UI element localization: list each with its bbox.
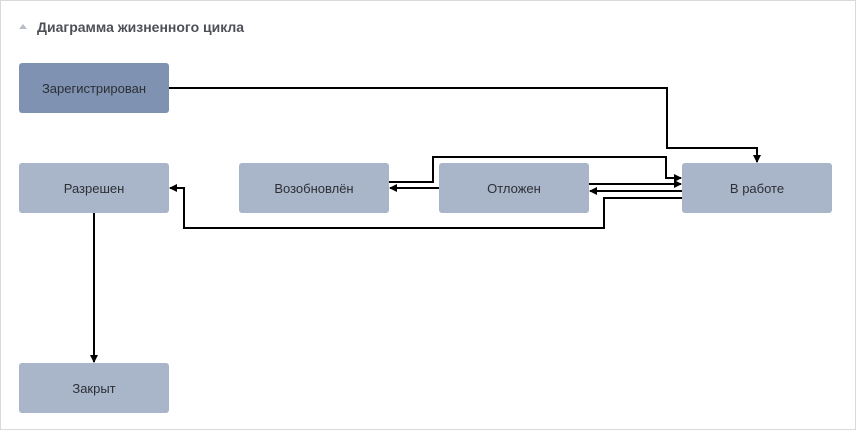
state-postponed[interactable]: Отложен xyxy=(439,163,589,213)
edge-reopened-to-inprogress xyxy=(389,156,682,183)
state-label: Разрешен xyxy=(63,180,125,196)
state-label: Закрыт xyxy=(72,380,116,396)
collapse-triangle-icon[interactable] xyxy=(19,24,27,29)
state-label: Зарегистрирован xyxy=(41,80,147,96)
panel-header[interactable]: Диаграмма жизненного цикла xyxy=(19,17,244,37)
state-label: В работе xyxy=(729,180,785,196)
state-registered[interactable]: Зарегистрирован xyxy=(19,63,169,113)
state-in-progress[interactable]: В работе xyxy=(682,163,832,213)
state-reopened[interactable]: Возобновлён xyxy=(239,163,389,213)
panel-title: Диаграмма жизненного цикла xyxy=(37,19,245,35)
edge-registered-to-inprogress xyxy=(169,87,761,163)
state-closed[interactable]: Закрыт xyxy=(19,363,169,413)
edge-inprogress-to-resolved xyxy=(169,184,682,229)
state-label: Возобновлён xyxy=(274,180,354,196)
state-label: Отложен xyxy=(487,180,541,196)
state-resolved[interactable]: Разрешен xyxy=(19,163,169,213)
